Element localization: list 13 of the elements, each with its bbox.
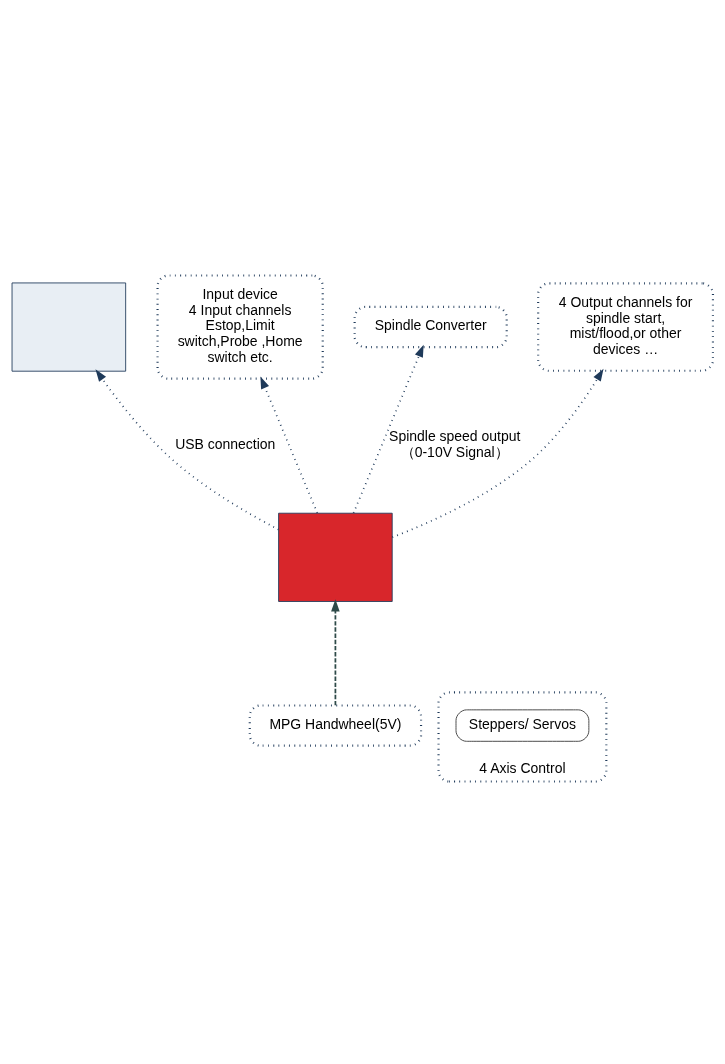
node-box: Spindle Converter <box>353 305 508 349</box>
edge-label: USB connection <box>175 436 276 453</box>
node-box <box>11 282 127 372</box>
node-box: 4 Output channels for spindle start, mist/flood,or other devices … <box>537 282 715 372</box>
arrow <box>391 368 604 539</box>
arrow <box>331 599 340 707</box>
node-box: Input device 4 Input channels Estop,Limit switch,Probe ,Home switch etc. <box>156 274 324 380</box>
node-box: MPG Handwheel(5V) <box>248 704 423 747</box>
node-box <box>278 512 393 602</box>
node-box: Steppers/ Servos <box>455 709 590 742</box>
arrow <box>260 376 319 514</box>
arrow <box>352 344 424 514</box>
edge-label: Spindle speed output （0-10V Signal） <box>389 428 521 461</box>
